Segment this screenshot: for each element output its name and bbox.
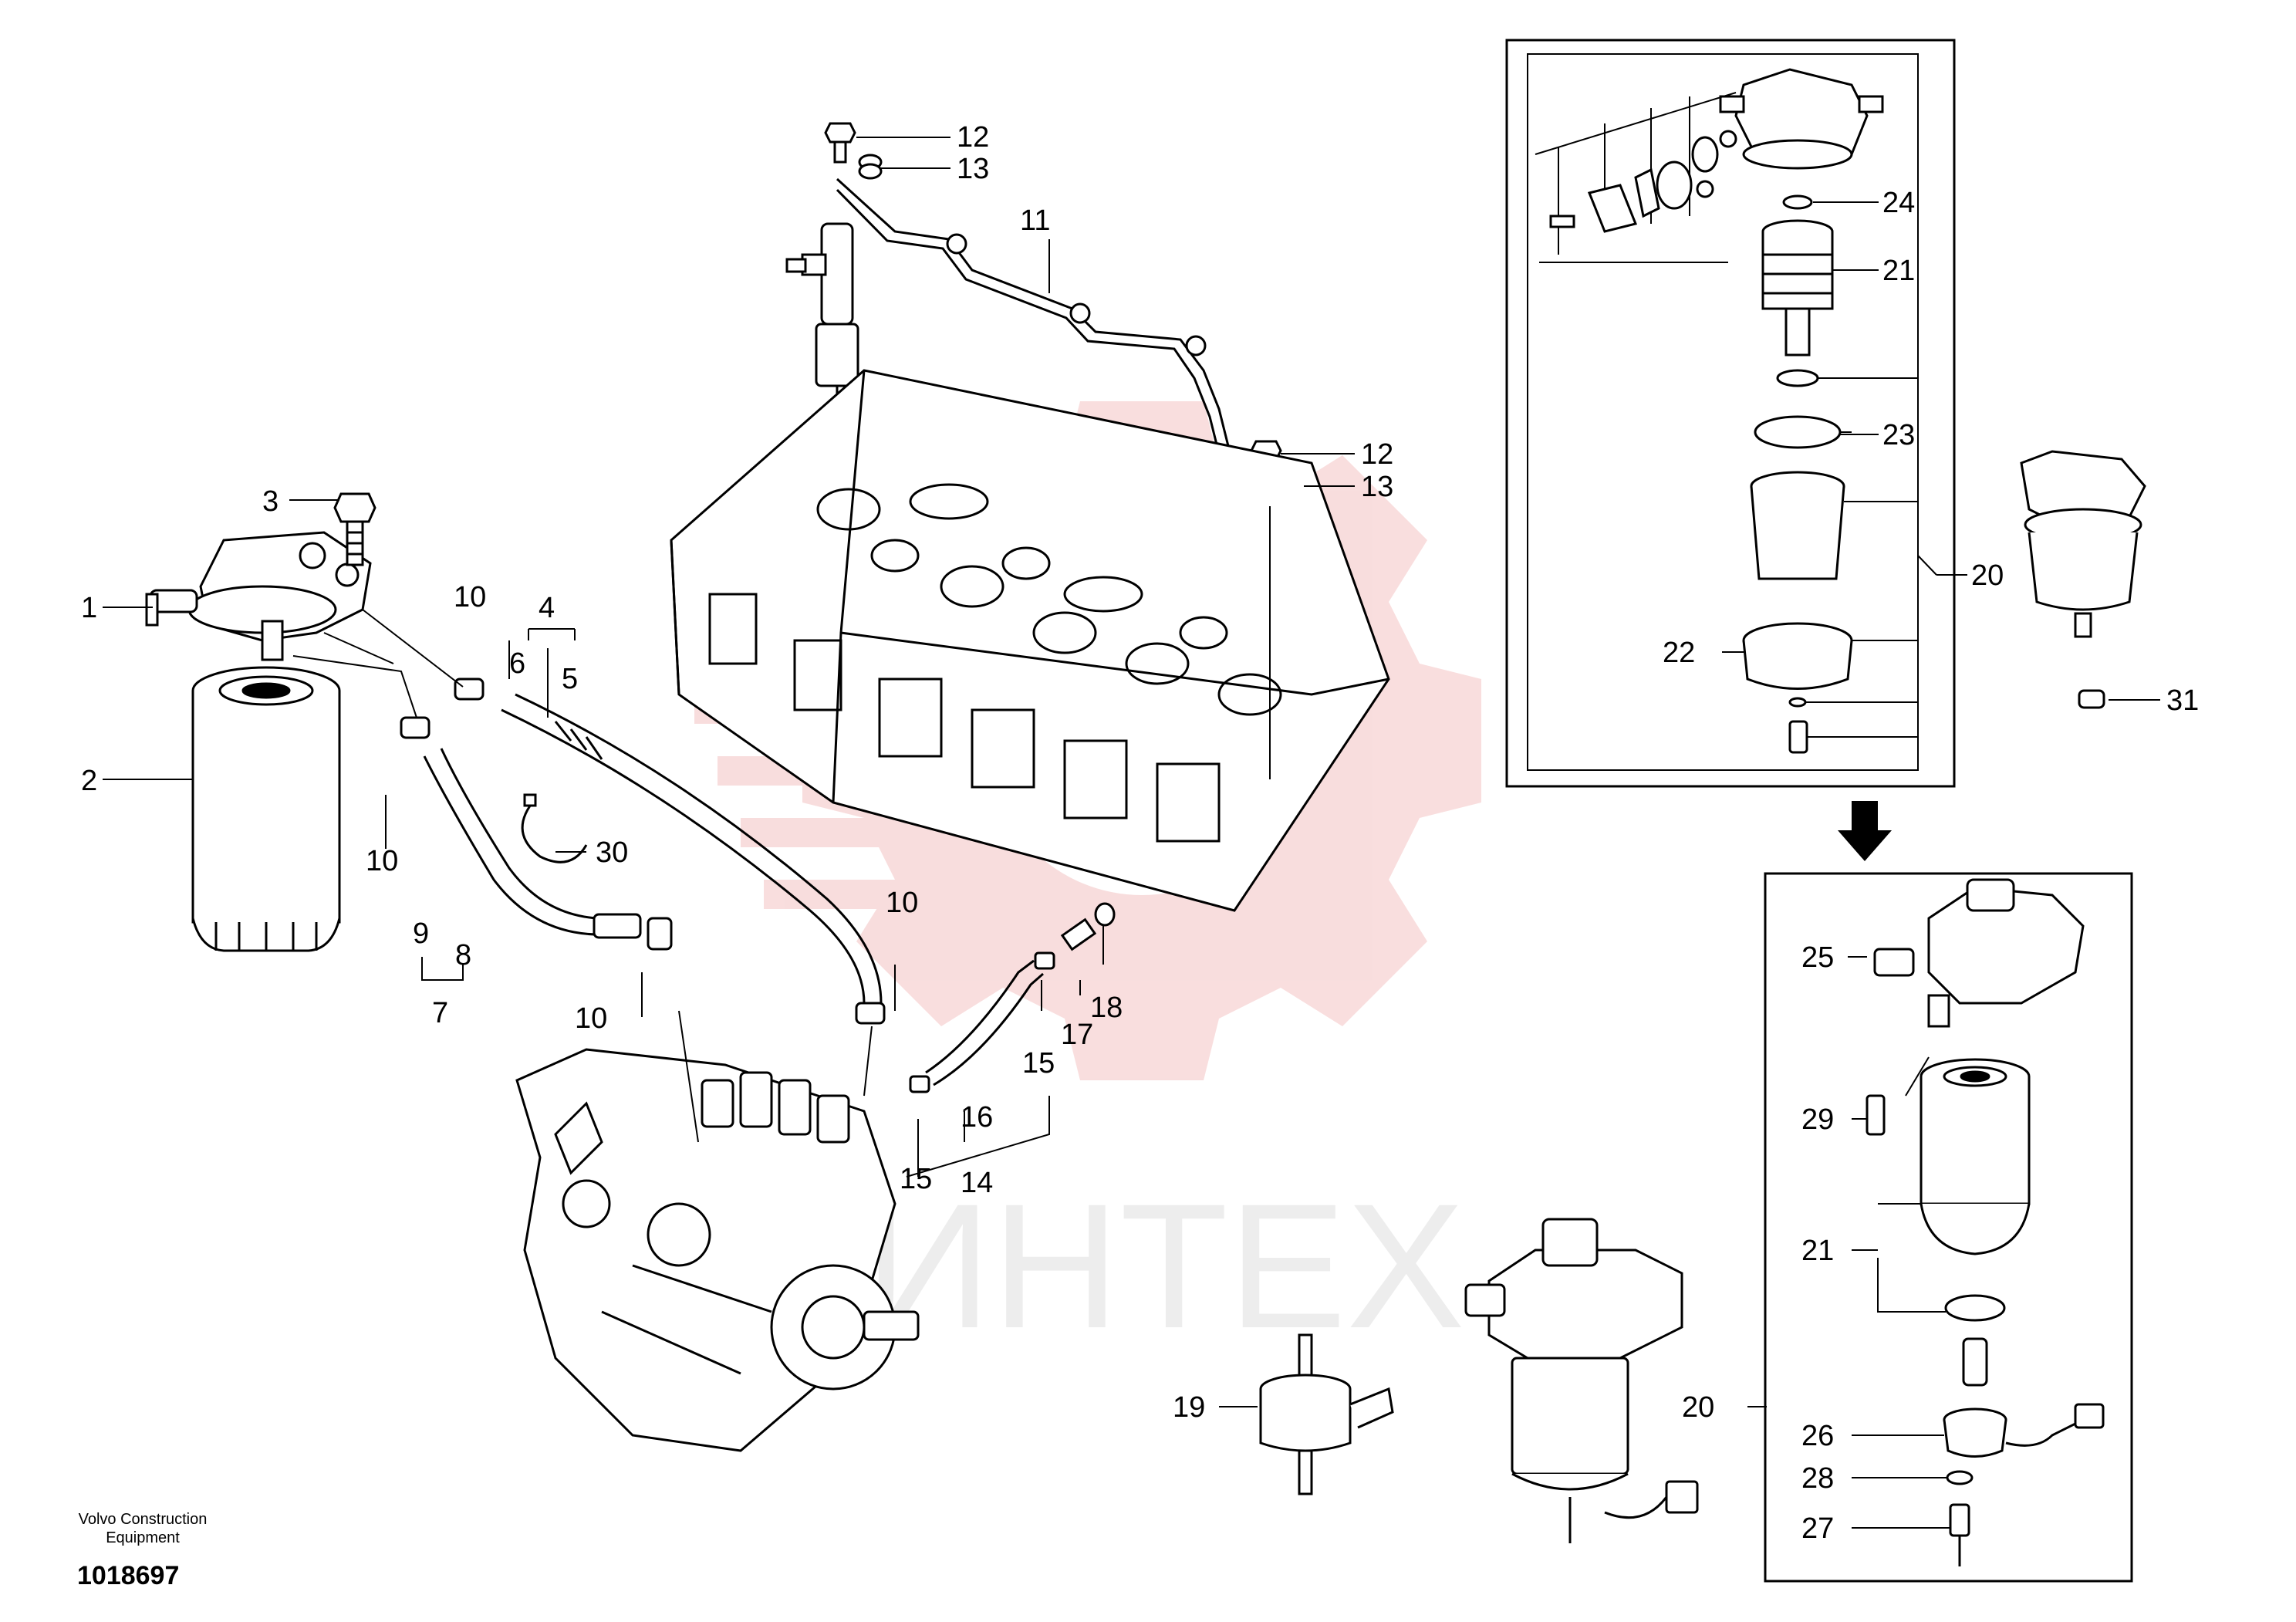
callout-labels: 1 2 3 4 5 6 7 8 9 10 10 10 10 11 12 13 1… bbox=[81, 121, 2199, 1545]
callout-5: 5 bbox=[562, 663, 578, 695]
callout-9: 9 bbox=[413, 917, 429, 950]
o-ring-part-24 bbox=[1782, 194, 1813, 210]
callout-18: 18 bbox=[1090, 992, 1123, 1024]
callout-26: 26 bbox=[1801, 1420, 1834, 1452]
electric-fuel-pump-part-19 bbox=[1259, 1333, 1394, 1495]
callout-14: 14 bbox=[961, 1167, 993, 1199]
filter-head-part-25 bbox=[1873, 878, 2085, 1028]
callout-31: 31 bbox=[2166, 684, 2199, 717]
leader-line-pump bbox=[678, 1010, 873, 1143]
cylinder-head-side-windows bbox=[708, 593, 1221, 843]
callout-2: 2 bbox=[81, 765, 97, 797]
watermark-text: ИНТЕХ bbox=[864, 1167, 1465, 1365]
callout-6: 6 bbox=[509, 647, 525, 680]
callout-12-b: 12 bbox=[1361, 438, 1393, 471]
callout-20-a: 20 bbox=[1971, 559, 2004, 592]
document-number: 1018697 bbox=[77, 1561, 180, 1590]
callout-19: 19 bbox=[1173, 1391, 1205, 1424]
bolt-part-3 bbox=[333, 492, 376, 566]
callout-29: 29 bbox=[1801, 1103, 1834, 1136]
retaining-ring-part-22 bbox=[1742, 622, 1853, 690]
filter-head-part-1 bbox=[145, 531, 372, 661]
separator-small-parts bbox=[1549, 130, 1737, 233]
callout-25: 25 bbox=[1801, 941, 1834, 974]
cylinder-head-ports bbox=[816, 483, 1282, 716]
callout-10-b: 10 bbox=[366, 845, 398, 877]
brand-line-1: Volvo Construction bbox=[78, 1511, 208, 1528]
injector-part bbox=[785, 222, 859, 478]
leader-lines-left bbox=[292, 609, 464, 718]
arrow-down-icon bbox=[1838, 801, 1892, 861]
callout-27: 27 bbox=[1801, 1512, 1834, 1545]
callout-10-d: 10 bbox=[886, 887, 918, 919]
fitting-part-31 bbox=[2078, 689, 2105, 709]
cartridge-part-21-bottom bbox=[1920, 1058, 2031, 1255]
callout-10-c: 10 bbox=[575, 1002, 607, 1035]
bottom-box-leaders bbox=[1877, 1056, 1946, 1313]
callout-15-a: 15 bbox=[1022, 1047, 1055, 1080]
callout-17: 17 bbox=[1061, 1019, 1093, 1051]
callout-21-b: 21 bbox=[1801, 1235, 1834, 1267]
callout-15-b: 15 bbox=[900, 1163, 932, 1195]
detail-box-water-separator bbox=[1505, 39, 2146, 788]
fuel-hose-part-8 bbox=[423, 748, 642, 939]
callout-22: 22 bbox=[1663, 637, 1695, 669]
water-sensor-part-26 bbox=[1943, 1337, 2105, 1458]
ring-part-23-and-seal bbox=[1754, 369, 1842, 449]
drain-plug-part-27 bbox=[1949, 1503, 1970, 1566]
callout-21-a: 21 bbox=[1882, 255, 1915, 287]
callout-4: 4 bbox=[539, 592, 555, 624]
callout-7: 7 bbox=[432, 997, 448, 1029]
callout-13-b: 13 bbox=[1361, 471, 1393, 503]
callout-16: 16 bbox=[961, 1101, 993, 1134]
footer: Volvo Construction Equipment 1018697 bbox=[46, 1510, 239, 1591]
callout-20-b: 20 bbox=[1682, 1391, 1714, 1424]
callout-3: 3 bbox=[262, 485, 279, 518]
callout-24: 24 bbox=[1882, 187, 1915, 219]
return-hose-part-16 bbox=[925, 959, 1044, 1086]
callout-23: 23 bbox=[1882, 419, 1915, 451]
filter-cartridge-part-2 bbox=[191, 666, 341, 952]
fuel-hose-part-5 bbox=[501, 693, 883, 1004]
callout-12-a: 12 bbox=[957, 121, 989, 154]
callout-30: 30 bbox=[596, 836, 628, 869]
callout-13-a: 13 bbox=[957, 153, 989, 185]
callout-leaders bbox=[103, 137, 2160, 1529]
fuel-filter-assembly-part-20 bbox=[1464, 1218, 1699, 1543]
callout-8: 8 bbox=[455, 939, 471, 972]
drain-plug-part bbox=[1788, 697, 1808, 754]
separator-assembly-part-20-right bbox=[2020, 450, 2146, 638]
o-ring-part-21-seal bbox=[1944, 1294, 2006, 1322]
callout-28: 28 bbox=[1801, 1462, 1834, 1495]
o-ring-part-28 bbox=[1946, 1470, 1974, 1485]
injection-pump bbox=[515, 1048, 920, 1452]
hose-clamp-part-30 bbox=[521, 793, 588, 863]
cylinder-head bbox=[670, 369, 1390, 912]
callout-11: 11 bbox=[1020, 204, 1050, 237]
detail-box-new-type-filter bbox=[1764, 872, 2133, 1583]
clips-part-10 bbox=[400, 678, 886, 1025]
separator-exploded-leader bbox=[1535, 92, 1737, 263]
callout-1: 1 bbox=[81, 592, 97, 624]
brand-name: Volvo Construction Equipment bbox=[46, 1510, 239, 1547]
brand-line-2: Equipment bbox=[106, 1529, 180, 1546]
fittings-parts-15-17-18 bbox=[909, 902, 1116, 1093]
strainer-part-29 bbox=[1866, 1094, 1886, 1136]
separator-head bbox=[1719, 68, 1884, 170]
element-part-21-top bbox=[1761, 219, 1834, 357]
callout-10-a: 10 bbox=[454, 581, 486, 613]
bowl-part-20-top bbox=[1750, 471, 1845, 580]
